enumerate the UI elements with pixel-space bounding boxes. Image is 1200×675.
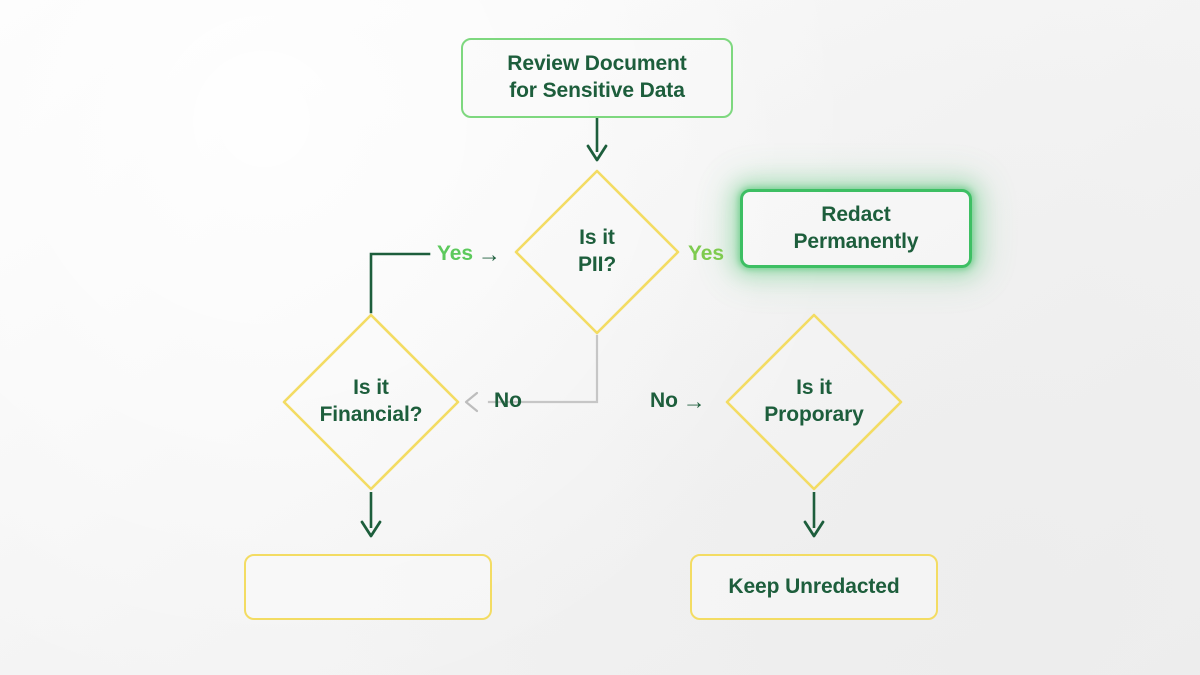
node-decision-pii-label: Is it PII?: [577, 226, 617, 276]
node-terminal-left-empty[interactable]: [244, 554, 492, 620]
edge-pii-no: [464, 334, 599, 413]
node-decision-pii[interactable]: Is it PII?: [513, 168, 681, 336]
edge-proprietary-to-terminal-right: [803, 492, 825, 538]
node-decision-financial[interactable]: Is it Financial?: [281, 312, 461, 492]
node-keep-unredacted-label: Keep Unredacted: [728, 574, 900, 598]
edge-start-to-pii: [586, 118, 608, 162]
node-decision-financial-label: Is it Financial?: [319, 376, 423, 426]
arrow-right-icon: →: [682, 387, 706, 414]
edge-label-pii-no: No: [494, 389, 522, 413]
node-review-document[interactable]: Review Document for Sensitive Data: [461, 38, 733, 118]
edge-label-pii-yes-left-text: Yes: [437, 242, 473, 265]
node-keep-unredacted[interactable]: Keep Unredacted: [690, 554, 938, 620]
edge-financial-to-terminal-left: [360, 492, 382, 538]
node-redact-permanently-label: Redact Permanently: [793, 202, 919, 253]
edge-label-pii-yes-left: Yes →: [437, 242, 501, 266]
edge-label-pii-yes-right: Yes: [688, 242, 724, 266]
edge-label-pii-yes-right-text: Yes: [688, 242, 724, 265]
arrow-right-icon: →: [477, 240, 501, 267]
node-review-document-label: Review Document for Sensitive Data: [507, 52, 687, 102]
node-decision-proprietary-label: Is it Proporary: [764, 376, 864, 426]
decision-pii-shape: [514, 169, 680, 335]
node-decision-proprietary[interactable]: Is it Proporary: [724, 312, 904, 492]
decision-financial-shape: [282, 313, 460, 491]
edge-label-proprietary-no-text: No: [650, 389, 678, 412]
node-redact-permanently[interactable]: Redact Permanently: [740, 189, 972, 268]
decision-proprietary-shape: [725, 313, 903, 491]
edge-label-proprietary-no: No →: [650, 389, 706, 413]
edge-label-pii-no-text: No: [494, 389, 522, 412]
edge-pii-yes-left: [369, 252, 431, 314]
